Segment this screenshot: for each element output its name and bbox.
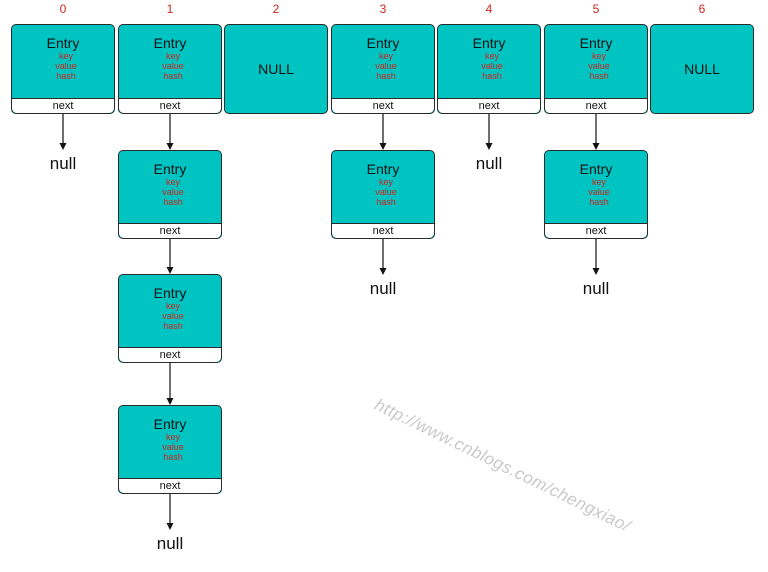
bucket-index-1: 1 [166, 2, 174, 16]
entry-field-hash: hash [376, 197, 396, 207]
chain-arrow-5-end-head [592, 268, 600, 275]
bucket-index-6: 6 [698, 2, 706, 16]
entry-title: Entry [153, 285, 187, 301]
entry-field-value: value [162, 442, 184, 452]
chain-arrow-5-1-head [592, 143, 600, 150]
entry-field-hash: hash [56, 71, 76, 81]
entry-field-hash: hash [163, 71, 183, 81]
bucket-index-4: 4 [485, 2, 493, 16]
entry-field-hash: hash [589, 71, 609, 81]
entry-title: Entry [366, 161, 400, 177]
entry-next-pointer: next [545, 223, 647, 238]
entry-title: Entry [579, 161, 613, 177]
bucket-null-2: NULL [224, 24, 328, 114]
entry-field-key: key [591, 177, 606, 187]
entry-field-value: value [481, 61, 503, 71]
entry-field-value: value [588, 187, 610, 197]
entry-field-hash: hash [163, 452, 183, 462]
bucket-index-5: 5 [592, 2, 600, 16]
entry-field-key: key [165, 177, 180, 187]
entry-next-pointer: next [545, 98, 647, 113]
entry-next-pointer: next [332, 98, 434, 113]
chain-arrow-1-2-head [166, 267, 174, 274]
chain-end-null-1: null [156, 534, 184, 553]
entry-field-hash: hash [589, 197, 609, 207]
entry-field-hash: hash [163, 197, 183, 207]
entry-field-key: key [58, 51, 73, 61]
entry-next-pointer: next [119, 347, 221, 362]
entry-field-key: key [591, 51, 606, 61]
entry-next-pointer: next [119, 98, 221, 113]
entry-field-value: value [375, 61, 397, 71]
chain-arrow-0-end-head [59, 143, 67, 150]
entry-field-value: value [588, 61, 610, 71]
chain-arrow-1-1-head [166, 143, 174, 150]
entry-field-hash: hash [482, 71, 502, 81]
chain-end-null-4: null [475, 154, 503, 173]
entry-field-value: value [375, 187, 397, 197]
entry-field-hash: hash [376, 71, 396, 81]
chain-end-null-5: null [582, 279, 610, 298]
chain-arrow-4-end-head [485, 143, 493, 150]
entry-field-value: value [162, 187, 184, 197]
entry-field-key: key [378, 177, 393, 187]
entry-field-hash: hash [163, 321, 183, 331]
chain-end-null-3: null [369, 279, 397, 298]
entry-field-value: value [162, 311, 184, 321]
bucket-index-3: 3 [379, 2, 387, 16]
entry-title: Entry [153, 161, 187, 177]
chain-arrow-3-1-head [379, 143, 387, 150]
entry-title: Entry [46, 35, 80, 51]
entry-field-key: key [165, 301, 180, 311]
entry-field-key: key [484, 51, 499, 61]
bucket-index-2: 2 [272, 2, 280, 16]
entry-title: Entry [153, 416, 187, 432]
entry-field-key: key [378, 51, 393, 61]
entry-next-pointer: next [12, 98, 114, 113]
entry-next-pointer: next [332, 223, 434, 238]
chain-arrow-1-end-head [166, 523, 174, 530]
entry-field-key: key [165, 432, 180, 442]
bucket-index-0: 0 [59, 2, 67, 16]
chain-arrow-1-3-head [166, 398, 174, 405]
entry-next-pointer: next [119, 478, 221, 493]
entry-title: Entry [366, 35, 400, 51]
entry-field-value: value [162, 61, 184, 71]
entry-next-pointer: next [438, 98, 540, 113]
entry-title: Entry [153, 35, 187, 51]
entry-next-pointer: next [119, 223, 221, 238]
chain-end-null-0: null [49, 154, 77, 173]
bucket-null-6: NULL [650, 24, 754, 114]
entry-field-value: value [55, 61, 77, 71]
chain-arrow-3-end-head [379, 268, 387, 275]
entry-title: Entry [579, 35, 613, 51]
entry-title: Entry [472, 35, 506, 51]
entry-field-key: key [165, 51, 180, 61]
